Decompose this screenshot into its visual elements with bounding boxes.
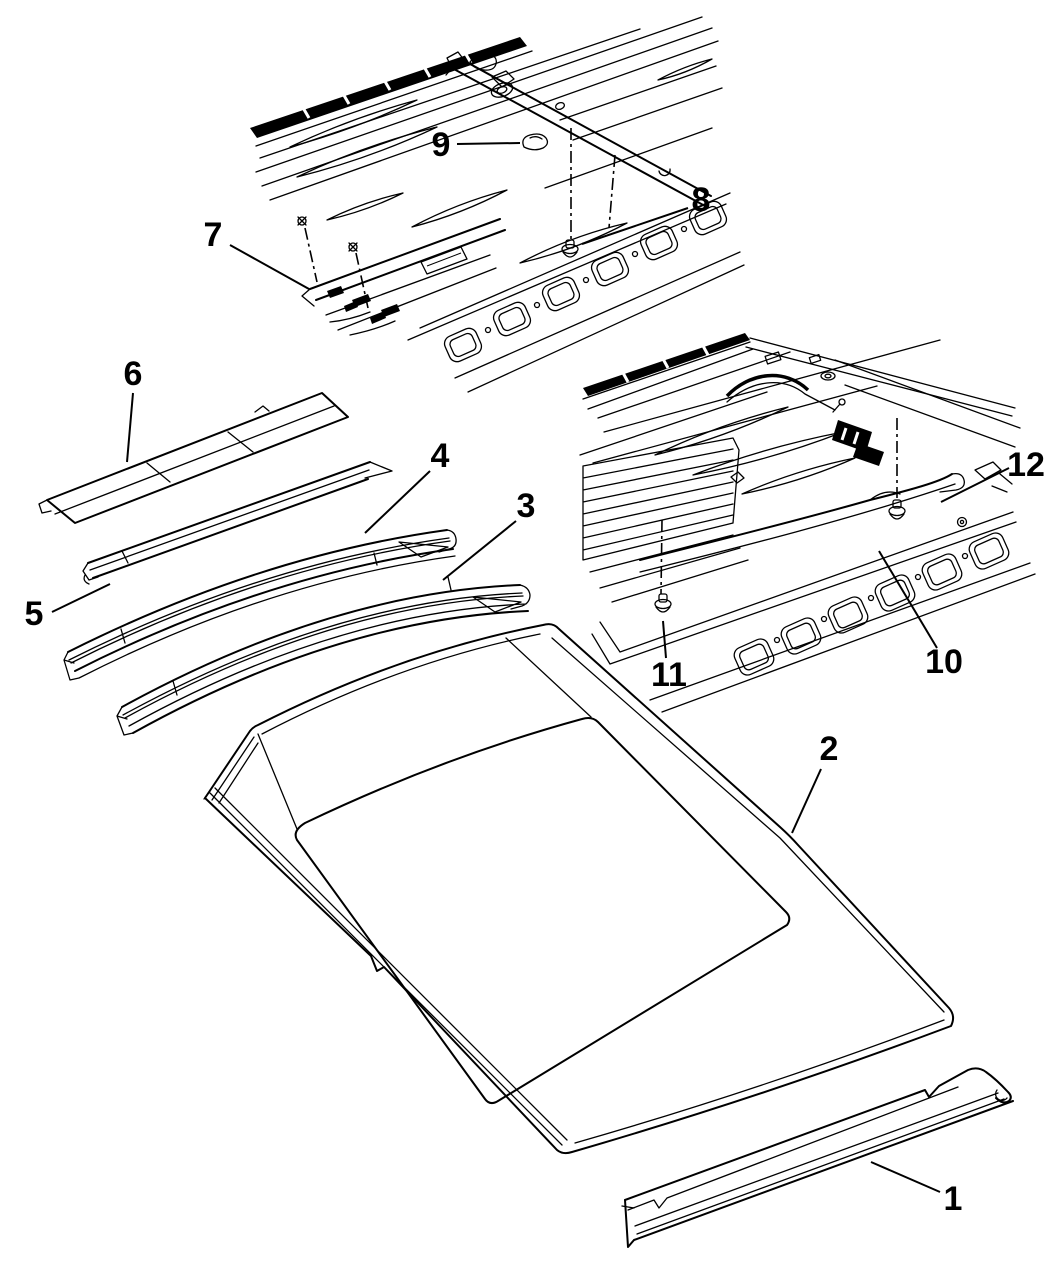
- part-2-roof-panel: [203, 623, 955, 1155]
- callout-label-10: 10: [925, 643, 963, 681]
- callout-leader-11: [662, 620, 667, 659]
- callout-label-9: 9: [432, 126, 451, 164]
- assembly-centerlines: [304, 128, 898, 595]
- callout-leader-7: [229, 244, 310, 290]
- module-screw-11: [654, 593, 672, 613]
- callout-leader-6: [126, 392, 134, 463]
- sunroof-wiring-harness: [725, 351, 884, 466]
- callout-label-5: 5: [25, 595, 44, 633]
- callout-label-4: 4: [431, 437, 450, 475]
- callout-label-6: 6: [124, 355, 143, 393]
- panel-crease-lines: [257, 637, 592, 830]
- callout-leader-12: [940, 467, 1010, 503]
- part-4-roof-bow: [63, 529, 457, 681]
- roof-ribs: [289, 58, 713, 264]
- roof-bow-clip: [522, 133, 549, 151]
- rear-header-rail: [591, 511, 1036, 713]
- callout-label-1: 1: [944, 1180, 963, 1218]
- callout-leader-5: [51, 583, 111, 613]
- front-header-rail: [407, 192, 745, 393]
- track-screws: [297, 216, 358, 252]
- view-roof-frame-rear: [579, 333, 1036, 713]
- callout-label-7: 7: [204, 216, 223, 254]
- sunroof-opening: [294, 717, 791, 1105]
- part-5-drip-rail: [82, 461, 393, 585]
- callout-leader-9: [456, 142, 521, 145]
- view-roof-frame-front: [250, 16, 745, 393]
- callout-label-2: 2: [820, 730, 839, 768]
- callout-label-12: 12: [1007, 446, 1045, 484]
- callout-leader-4: [364, 470, 431, 534]
- callout-label-8: 8: [692, 181, 711, 219]
- callout-leader-3: [442, 520, 517, 581]
- callout-label-3: 3: [517, 487, 536, 525]
- sunroof-track-assembly: [301, 218, 506, 336]
- roof-bow-cross-bar: [445, 51, 712, 207]
- frame-stud-12: [888, 499, 906, 520]
- part-1-header-strip: [621, 1067, 1014, 1248]
- callout-leader-1: [870, 1161, 941, 1193]
- sunroof-module-stack: [582, 437, 749, 603]
- header-screw: [561, 239, 579, 258]
- part-3-roof-bow: [116, 576, 531, 736]
- callout-leader-8: [581, 207, 689, 245]
- callout-leader-10: [878, 550, 938, 649]
- part-6-front-panel: [38, 392, 349, 524]
- rear-corner-brackets: [956, 461, 1013, 528]
- callout-leader-2: [791, 768, 822, 834]
- callout-label-11: 11: [651, 656, 687, 694]
